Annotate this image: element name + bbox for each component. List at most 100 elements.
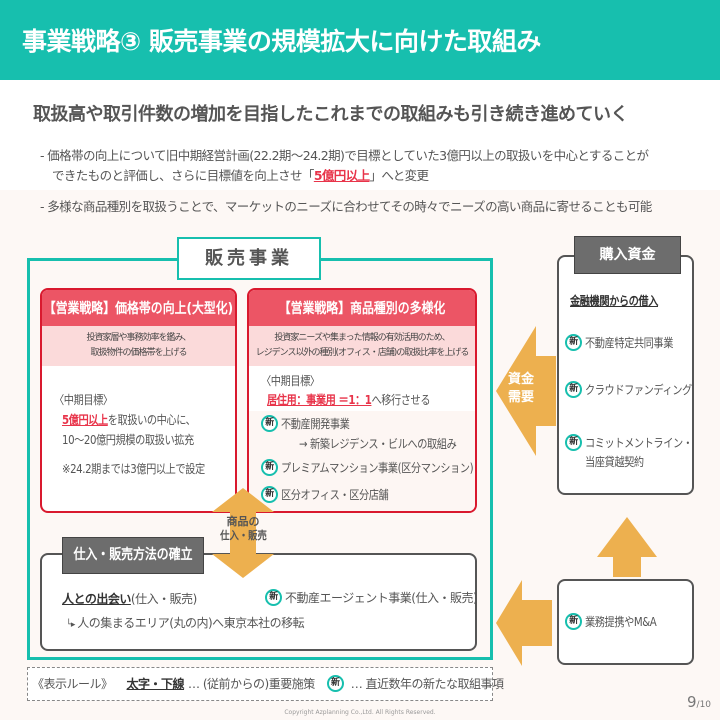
card-subtitle: 投資家ニーズや集まった情報の有効活用のため、 レジデンス以外の種別(オフィス・店… bbox=[249, 326, 475, 366]
text: 取扱物件の価格帯を上げる bbox=[90, 348, 187, 358]
goal-line: 居住用：事業用 ＝1：1へ移行させる bbox=[267, 390, 459, 409]
legend-bold-sample: 太字・下線 bbox=[126, 677, 185, 691]
text: 資金 bbox=[508, 372, 535, 387]
text: 投資家ニーズや集まった情報の有効活用のため、 bbox=[274, 333, 450, 343]
subtitle-line: 取扱物件の価格帯を上げる bbox=[42, 346, 235, 361]
goal-line-text: 居住用：事業用 ＝1：1へ移行させる bbox=[267, 391, 431, 408]
alliance-item: 新業務提携やM&A bbox=[565, 612, 669, 631]
card-title-bar: 【営業戦略】価格帯の向上(大型化) bbox=[42, 290, 235, 326]
bullet-1: - 価格帯の向上について旧中期経営計画(22.2期～24.2期)で目標としていた… bbox=[40, 146, 649, 186]
product-arrow-label: 商品の仕入・販売 bbox=[206, 515, 280, 543]
label-line: 仕入・販売 bbox=[206, 529, 280, 543]
header-bar bbox=[0, 0, 720, 80]
goal-line-text: 5億円以上を取扱いの中心に、 bbox=[62, 411, 196, 428]
subtitle: 取扱高や取引件数の増加を目指したこれまでの取組みも引き続き進めていく bbox=[33, 104, 629, 125]
note: ※24.2期までは3億円以上で設定 bbox=[62, 459, 230, 478]
text: レジデンス以外の種別(オフィス・店舗)の取扱比率を上げる bbox=[255, 348, 470, 358]
bold-text: 人との出会い bbox=[62, 592, 131, 606]
left-arrow-icon bbox=[496, 580, 552, 666]
text: 人の集まるエリア(丸の内)へ東京本社の移転 bbox=[77, 616, 305, 630]
text: (仕入・販売) bbox=[130, 592, 197, 606]
text: できたものと評価し、さらに目標値を向上させ「 bbox=[52, 168, 314, 183]
text: 需要 bbox=[508, 390, 535, 405]
bullet-2: - 多様な商品種別を取扱うことで、マーケットのニーズに合わせてその時々でニーズの… bbox=[40, 199, 652, 214]
text: 」へと変更 bbox=[369, 168, 429, 183]
text: 仕入・販売 bbox=[219, 529, 267, 542]
text: 金融機関からの借入 bbox=[570, 294, 658, 308]
text: 商品の bbox=[226, 515, 260, 528]
text: 不動産開発事業 bbox=[281, 417, 350, 431]
text: コミットメントライン・ bbox=[585, 436, 693, 450]
sales-business-label: 販売事業 bbox=[177, 237, 321, 280]
relocation-line: └▸ 人の集まるエリア(丸の内)へ東京本社の移転 bbox=[66, 614, 305, 631]
text: 10～20億円規模の取扱い拡充 bbox=[62, 433, 194, 447]
text: 当座貸越契約 bbox=[585, 455, 644, 469]
highlight-text: 居住用：事業用 ＝1：1 bbox=[267, 393, 372, 407]
text: 仕入・販売方法の確立 bbox=[73, 547, 193, 563]
new-badge-icon: 新 bbox=[326, 675, 344, 692]
text: を取扱いの中心に、 bbox=[107, 413, 196, 427]
card-title: 【営業戦略】商品種別の多様化 bbox=[278, 301, 446, 317]
text: 業務提携やM&A bbox=[585, 615, 657, 629]
new-item: 新プレミアムマンション事業(区分マンション) bbox=[261, 458, 475, 477]
funds-item: 新コミットメントライン・ bbox=[565, 433, 712, 452]
legend-box bbox=[27, 667, 493, 701]
new-badge-icon: 新 bbox=[261, 459, 278, 476]
new-item: 新不動産エージェント事業(仕入・販売) bbox=[265, 588, 478, 607]
funds-label: 購入資金 bbox=[574, 236, 681, 274]
diversify-strategy-card: 【営業戦略】商品種別の多様化 投資家ニーズや集まった情報の有効活用のため、 レジ… bbox=[247, 288, 477, 513]
text: 〈中期目標〉 bbox=[54, 393, 113, 407]
text: … (従前からの)重要施策 bbox=[188, 677, 315, 691]
highlight-text: 5億円以上 bbox=[313, 168, 370, 183]
subtitle-line: 投資家ニーズや集まった情報の有効活用のため、 bbox=[249, 331, 475, 346]
intro-background bbox=[0, 80, 720, 190]
new-badge-icon: 新 bbox=[261, 415, 278, 432]
new-badge-icon: 新 bbox=[565, 434, 582, 451]
arrow-icon: └▸ bbox=[66, 620, 78, 630]
text: へ移行させる bbox=[371, 393, 431, 407]
page-title: 事業戦略③ 販売事業の規模拡大に向けた取組み bbox=[22, 27, 541, 56]
bullet-1-line1: - 価格帯の向上について旧中期経営計画(22.2期～24.2期)で目標としていた… bbox=[40, 148, 649, 163]
meeting-line: 人との出会い(仕入・販売) bbox=[62, 590, 197, 607]
new-badge-icon: 新 bbox=[565, 334, 582, 351]
card-subtitle: 投資家層や事務効率を鑑み、 取扱物件の価格帯を上げる bbox=[42, 326, 235, 366]
text: プレミアムマンション事業(区分マンション) bbox=[281, 461, 474, 475]
new-items-background bbox=[249, 411, 475, 511]
text: 投資家層や事務効率を鑑み、 bbox=[86, 333, 191, 343]
copyright: Copyright Azplanning Co.,Ltd. All Rights… bbox=[284, 709, 436, 716]
text: → 新築レジデンス・ビルへの取組み bbox=[299, 437, 457, 451]
funds-panel bbox=[557, 255, 694, 495]
card-title: 【営業戦略】価格帯の向上(大型化) bbox=[43, 301, 234, 317]
subtitle-line: 投資家層や事務効率を鑑み、 bbox=[42, 331, 235, 346]
text: 区分オフィス・区分店舗 bbox=[281, 488, 389, 502]
new-item: 新区分オフィス・区分店舗 bbox=[261, 485, 407, 504]
funds-item-cont: 当座貸越契約 bbox=[585, 452, 654, 471]
text: クラウドファンディング bbox=[585, 383, 692, 397]
goal-line-2: 10～20億円規模の取扱い拡充 bbox=[62, 430, 217, 449]
left-arrow-icon bbox=[496, 326, 556, 456]
new-item-detail: → 新築レジデンス・ビルへの取組み bbox=[299, 434, 475, 453]
card-title-bar: 【営業戦略】商品種別の多様化 bbox=[249, 290, 475, 326]
text: 〈中期目標〉 bbox=[261, 374, 320, 388]
text: /10 bbox=[696, 700, 712, 710]
price-strategy-card: 【営業戦略】価格帯の向上(大型化) 投資家層や事務効率を鑑み、 取扱物件の価格帯… bbox=[40, 288, 237, 513]
text: ※24.2期までは3億円以上で設定 bbox=[62, 462, 205, 476]
text: 9 bbox=[687, 693, 697, 711]
funds-demand-label: 資金需要 bbox=[508, 371, 534, 407]
bank-loan-heading: 金融機関からの借入 bbox=[570, 291, 674, 310]
new-item: 新不動産開発事業 bbox=[261, 414, 362, 433]
label-line: 商品の bbox=[206, 515, 280, 529]
bullet-1-line2: できたものと評価し、さらに目標値を向上させ「5億円以上」へと変更 bbox=[40, 166, 648, 186]
new-badge-icon: 新 bbox=[565, 613, 582, 630]
new-badge-icon: 新 bbox=[265, 589, 282, 606]
text: 不動産特定共同事業 bbox=[585, 336, 673, 350]
text: 不動産エージェント事業(仕入・販売) bbox=[285, 591, 478, 605]
double-arrow-icon bbox=[212, 488, 274, 578]
new-badge-icon: 新 bbox=[261, 486, 278, 503]
funds-item: 新クラウドファンディング bbox=[565, 380, 711, 399]
legend-title: 《表示ルール》 bbox=[32, 677, 113, 691]
goal-line: 5億円以上を取扱いの中心に、 bbox=[62, 410, 219, 429]
method-label: 仕入・販売方法の確立 bbox=[62, 537, 204, 574]
goal-label: 〈中期目標〉 bbox=[261, 371, 330, 390]
up-arrow-icon bbox=[597, 517, 657, 577]
